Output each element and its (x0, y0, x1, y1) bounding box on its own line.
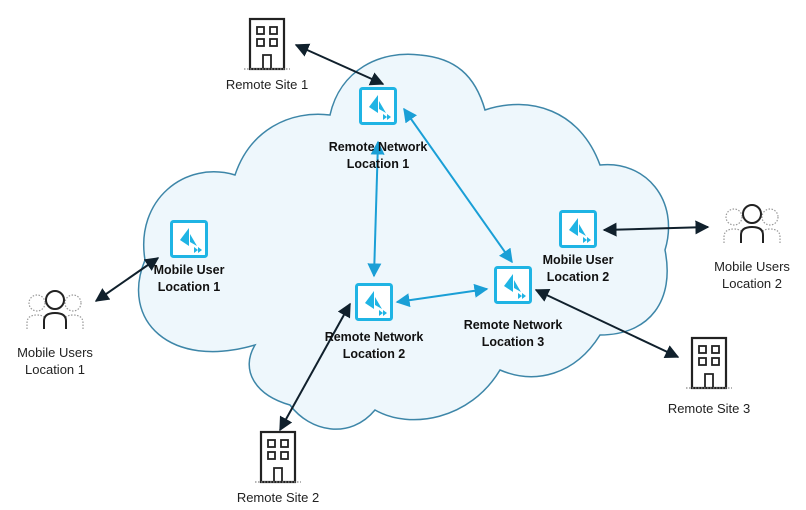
link-mus2-mul2 (602, 220, 710, 237)
node-mobile-users-location-2[interactable]: Mobile Users Location 2 (714, 204, 790, 291)
users-group-icon (26, 290, 84, 330)
prisma-access-node-icon (355, 283, 393, 321)
link-rs2-rnl2 (279, 302, 351, 432)
node-remote-site-2[interactable]: Remote Site 2 (237, 430, 319, 505)
node-remote-network-location-1[interactable]: Remote Network Location 1 (329, 87, 428, 172)
node-label-line1: Mobile User (543, 253, 614, 267)
link-rs3-rnl3 (534, 289, 680, 358)
node-label-line2: Location 2 (343, 347, 406, 361)
node-label-line2: Location 1 (25, 362, 85, 377)
node-label-line2: Location 1 (347, 157, 410, 171)
node-mobile-user-location-1[interactable]: Mobile User Location 1 (154, 220, 225, 295)
node-label-line2: Location 2 (722, 276, 782, 291)
node-label-line1: Mobile User (154, 263, 225, 277)
node-label-line1: Remote Network (464, 318, 563, 332)
node-label-line1: Mobile Users (714, 259, 790, 274)
node-remote-site-3[interactable]: Remote Site 3 (668, 336, 750, 416)
building-icon (253, 430, 303, 484)
building-icon (684, 336, 734, 390)
external-links (94, 43, 710, 432)
node-remote-site-1[interactable]: Remote Site 1 (226, 17, 308, 92)
node-remote-network-location-2[interactable]: Remote Network Location 2 (325, 283, 424, 362)
prisma-access-node-icon (494, 266, 532, 304)
prisma-access-node-icon (359, 87, 397, 125)
node-label-line1: Remote Network (329, 140, 428, 154)
node-label-line1: Remote Network (325, 330, 424, 344)
link-mus1-mul1 (94, 257, 160, 302)
link-rnl2-rnl3 (395, 283, 489, 308)
node-remote-network-location-3[interactable]: Remote Network Location 3 (464, 266, 563, 350)
node-label-line2: Location 1 (158, 280, 221, 294)
node-label-line2: Location 3 (482, 335, 545, 349)
link-rnl1-rnl3 (403, 107, 513, 264)
users-group-icon (723, 204, 781, 244)
node-label-line1: Remote Site 2 (237, 490, 319, 505)
node-label-line2: Location 2 (547, 270, 610, 284)
node-mobile-users-location-1[interactable]: Mobile Users Location 1 (17, 290, 93, 377)
prisma-access-node-icon (559, 210, 597, 248)
building-icon (242, 17, 292, 71)
link-rs1-rnl1 (294, 43, 385, 86)
node-label-line1: Remote Site 1 (226, 77, 308, 92)
node-label-line1: Mobile Users (17, 345, 93, 360)
link-rnl1-rnl2 (367, 140, 385, 278)
prisma-access-node-icon (170, 220, 208, 258)
node-label-line1: Remote Site 3 (668, 401, 750, 416)
node-mobile-user-location-2[interactable]: Mobile User Location 2 (543, 210, 614, 285)
internal-links (367, 107, 513, 308)
